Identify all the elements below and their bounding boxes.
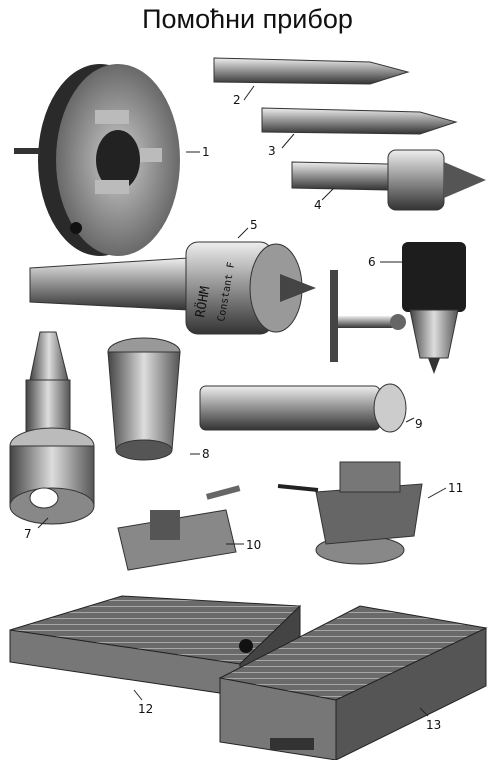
collet-holder: [9, 331, 95, 525]
label-5: 5: [250, 218, 258, 232]
magnetic-chuck-right: [218, 605, 488, 760]
drill-chuck: [402, 242, 466, 374]
collet: [107, 337, 181, 461]
long-collet: [199, 383, 407, 433]
label-9: 9: [415, 417, 423, 431]
chuck-key: [330, 270, 406, 362]
dead-center: [213, 57, 410, 85]
label-2: 2: [233, 93, 241, 107]
label-11: 11: [448, 481, 464, 495]
label-7: 7: [24, 527, 32, 541]
label-6: 6: [368, 255, 376, 269]
live-center: [291, 149, 486, 211]
half-center: [261, 107, 458, 135]
page-title: Помоћни прибор: [142, 4, 353, 34]
chuck-brand-text: RÖHM: [191, 285, 213, 319]
drill-vise: [117, 485, 241, 571]
label-3: 3: [268, 144, 276, 158]
drill-chuck-taper: [29, 241, 316, 335]
three-jaw-chuck: [14, 64, 180, 256]
label-4: 4: [314, 198, 322, 212]
swivel-vise: [277, 461, 423, 565]
label-13: 13: [426, 718, 442, 732]
label-12: 12: [138, 702, 154, 716]
label-8: 8: [202, 447, 210, 461]
label-10: 10: [246, 538, 262, 552]
leader-lines: [37, 85, 447, 717]
label-1: 1: [202, 145, 210, 159]
